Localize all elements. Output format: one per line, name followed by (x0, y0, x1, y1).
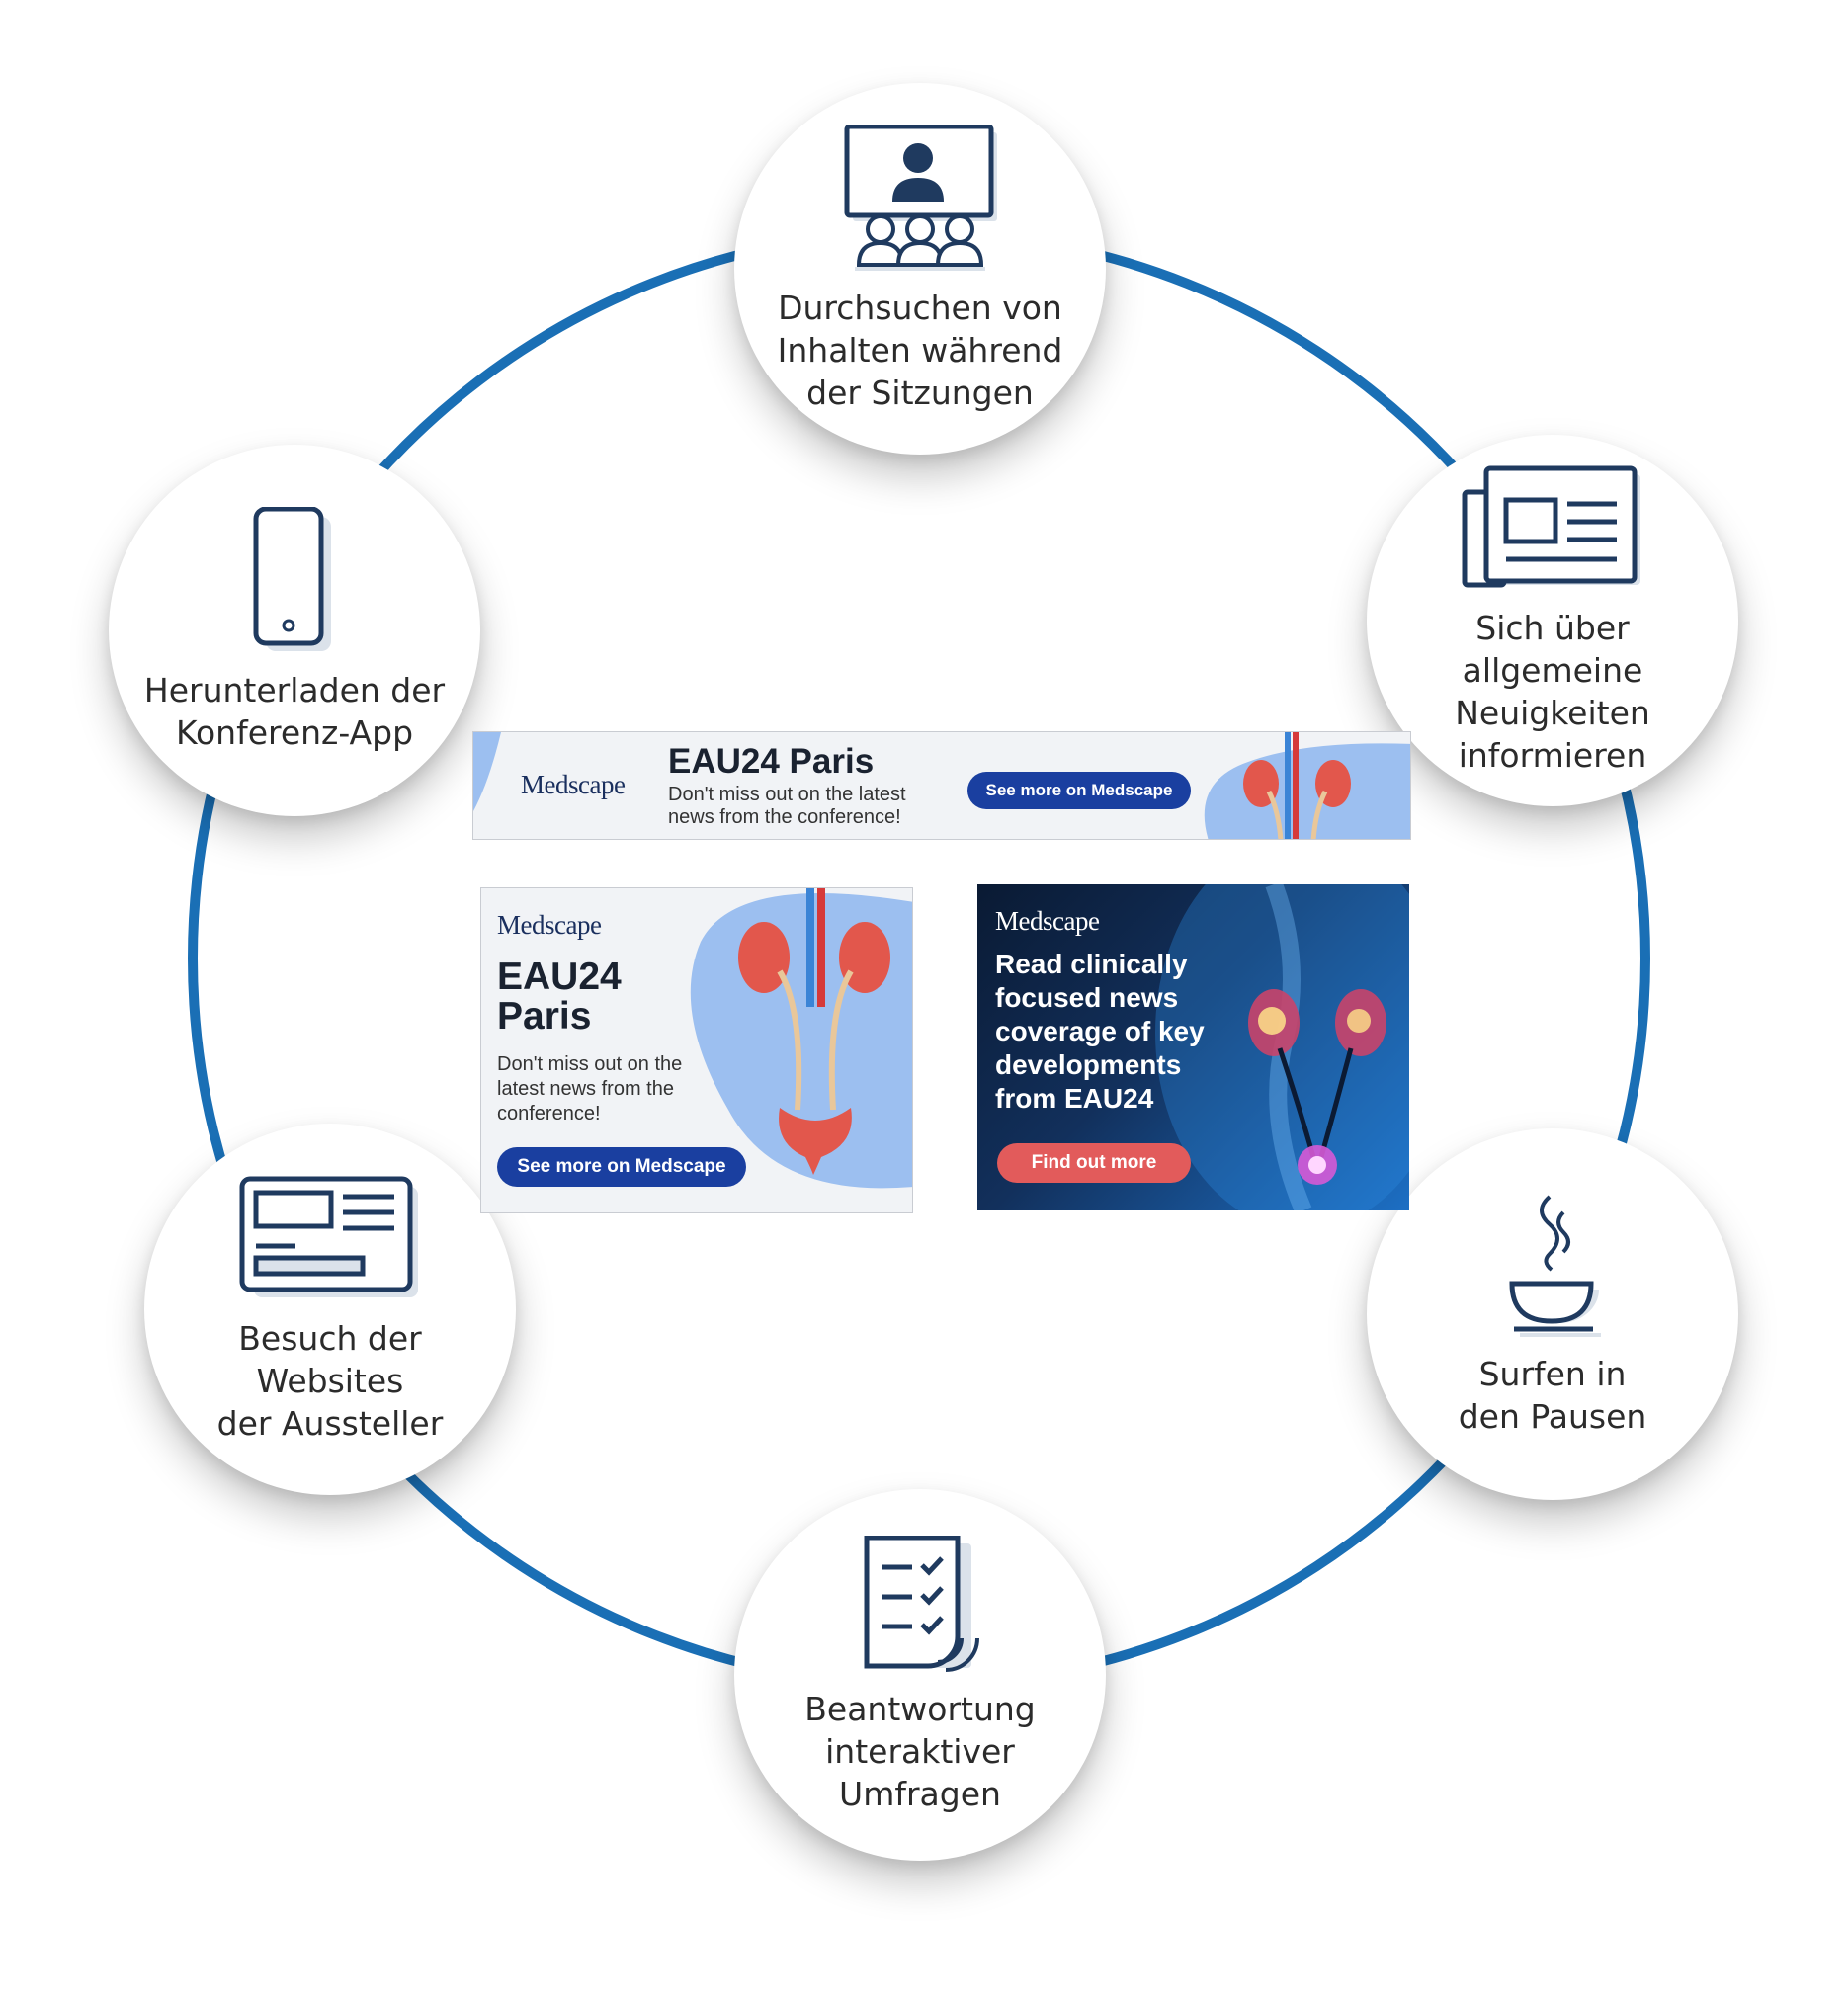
square-see-more-button[interactable]: See more on Medscape (497, 1147, 746, 1187)
square-subtitle: Don't miss out on the latest news from t… (497, 1053, 683, 1125)
node-app: Herunterladen der Konferenz-App (109, 445, 480, 816)
node-label-polls: Beantwortung interaktiver Umfragen (804, 1689, 1036, 1813)
banner-see-more-button[interactable]: See more on Medscape (967, 772, 1191, 809)
node-news: Sich über allgemeine Neuigkeiten informi… (1367, 435, 1738, 806)
dark-find-out-more-button[interactable]: Find out more (997, 1143, 1191, 1183)
medscape-logo: Medscape (995, 906, 1100, 936)
xray-kidney-illustration (1155, 884, 1409, 1210)
square-title: EAU24 Paris (497, 956, 622, 1038)
dark-ad[interactable]: Medscape Read clinically focused news co… (977, 884, 1409, 1210)
smartphone-icon (253, 507, 331, 651)
checklist-icon (864, 1535, 979, 1672)
dark-headline: Read clinically focused news coverage of… (995, 949, 1205, 1114)
node-polls: Beantwortung interaktiver Umfragen (734, 1489, 1106, 1861)
medscape-logo: Medscape (521, 770, 626, 799)
kidney-illustration (690, 888, 912, 1189)
banner-title: EAU24 Paris (668, 742, 875, 781)
node-exhibitors: Besuch der Websites der Aussteller (144, 1124, 516, 1495)
node-sessions: Durchsuchen von Inhalten während der Sit… (734, 83, 1106, 455)
newspaper-icon (1462, 465, 1640, 588)
coffee-cup-icon (1509, 1195, 1601, 1337)
node-label-news: Sich über allgemeine Neuigkeiten informi… (1455, 609, 1650, 775)
presentation-audience-icon (844, 124, 997, 271)
medscape-logo: Medscape (497, 910, 602, 940)
banner-subtitle: Don't miss out on the latest news from t… (668, 784, 906, 828)
square-ad[interactable]: Medscape EAU24 Paris Don't miss out on t… (480, 887, 913, 1213)
banner-background-shape (473, 732, 1410, 839)
node-label-exhibitors: Besuch der Websites der Aussteller (216, 1318, 444, 1443)
banner-ad[interactable]: Medscape EAU24 Paris Don't miss out on t… (472, 731, 1411, 840)
website-card-icon (239, 1176, 418, 1297)
node-breaks: Surfen in den Pausen (1367, 1128, 1738, 1500)
node-label-sessions: Durchsuchen von Inhalten während der Sit… (777, 288, 1063, 412)
node-label-breaks: Surfen in den Pausen (1458, 1355, 1647, 1436)
node-label-app: Herunterladen der Konferenz-App (143, 671, 446, 752)
